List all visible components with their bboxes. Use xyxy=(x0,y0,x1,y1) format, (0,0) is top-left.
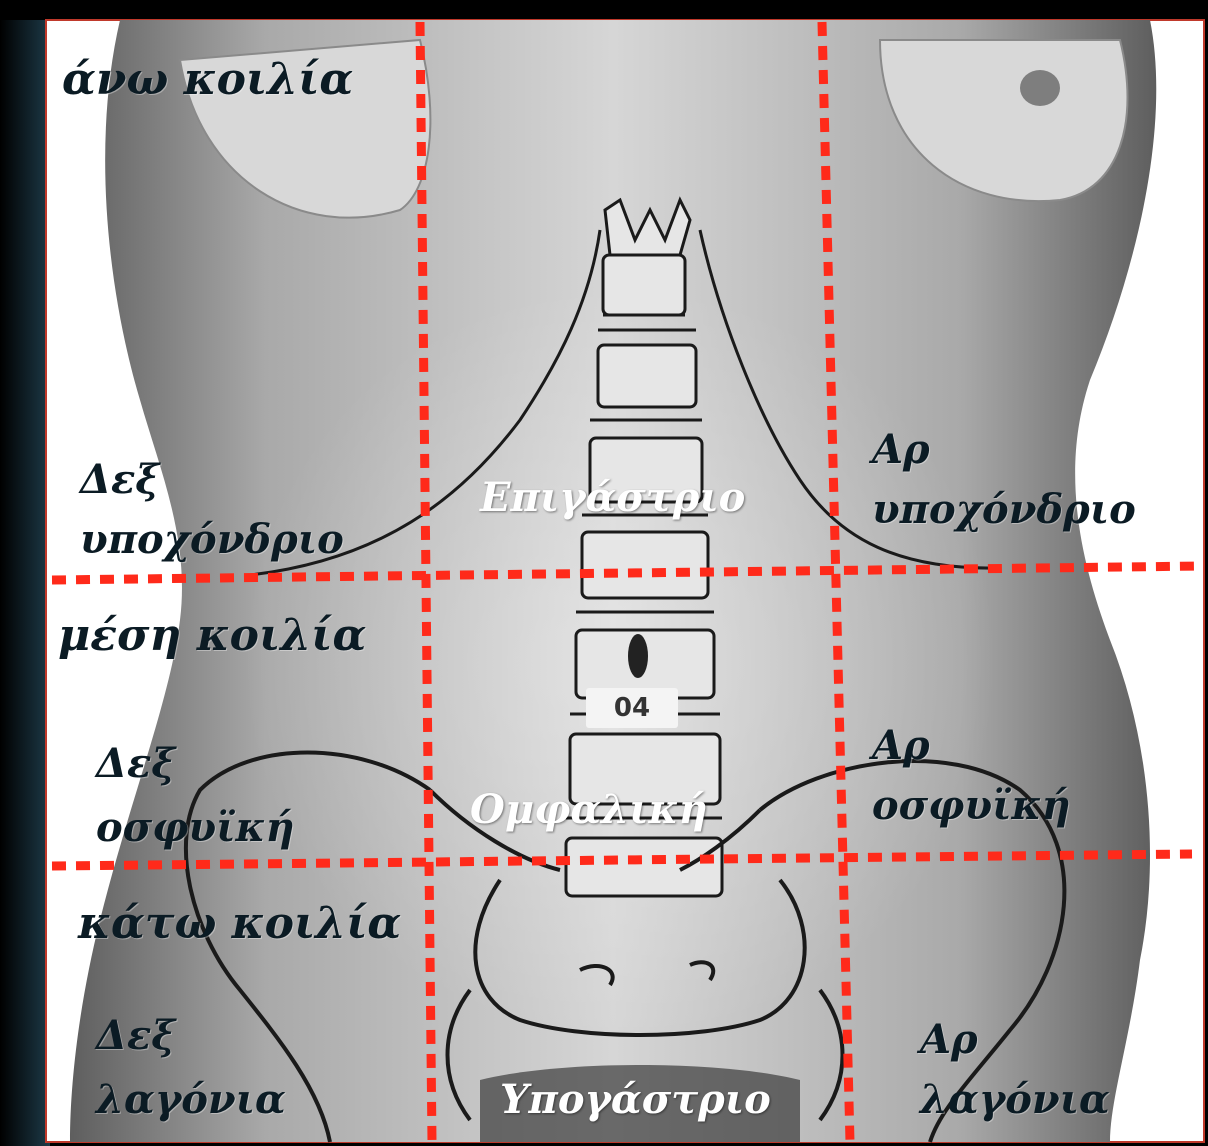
region-left-hypochondrium-line1: Αρ xyxy=(872,430,930,470)
region-left-lumbar-line2: οσφυϊκή xyxy=(872,786,1071,826)
section-label-middle: μέση κοιλία xyxy=(58,614,366,658)
region-epigastric: Επιγάστριο xyxy=(480,478,745,518)
navel xyxy=(628,634,648,678)
region-right-lumbar-line1: Δεξ xyxy=(96,744,175,784)
region-umbilical: Ομφαλική xyxy=(470,790,708,830)
region-right-iliac-line1: Δεξ xyxy=(96,1016,175,1056)
left-nipple xyxy=(1020,70,1060,106)
region-right-hypochondrium-line1: Δεξ xyxy=(80,460,159,500)
vertebra-tag: 04 xyxy=(586,688,678,728)
region-right-lumbar-line2: οσφυϊκή xyxy=(96,808,295,848)
region-left-hypochondrium-line2: υποχόνδριο xyxy=(872,490,1136,530)
region-left-iliac-line1: Αρ xyxy=(920,1020,978,1060)
region-right-hypochondrium-line2: υποχόνδριο xyxy=(80,520,344,560)
region-hypogastric: Υπογάστριο xyxy=(500,1080,771,1120)
region-right-iliac-line2: λαγόνια xyxy=(96,1080,286,1120)
frame-left-edge xyxy=(0,0,50,1146)
region-left-lumbar-line1: Αρ xyxy=(872,726,930,766)
frame-top xyxy=(0,0,1208,20)
region-left-iliac-line2: λαγόνια xyxy=(920,1080,1110,1120)
section-label-lower: κάτω κοιλία xyxy=(78,902,401,946)
section-label-upper: άνω κοιλία xyxy=(62,58,353,102)
